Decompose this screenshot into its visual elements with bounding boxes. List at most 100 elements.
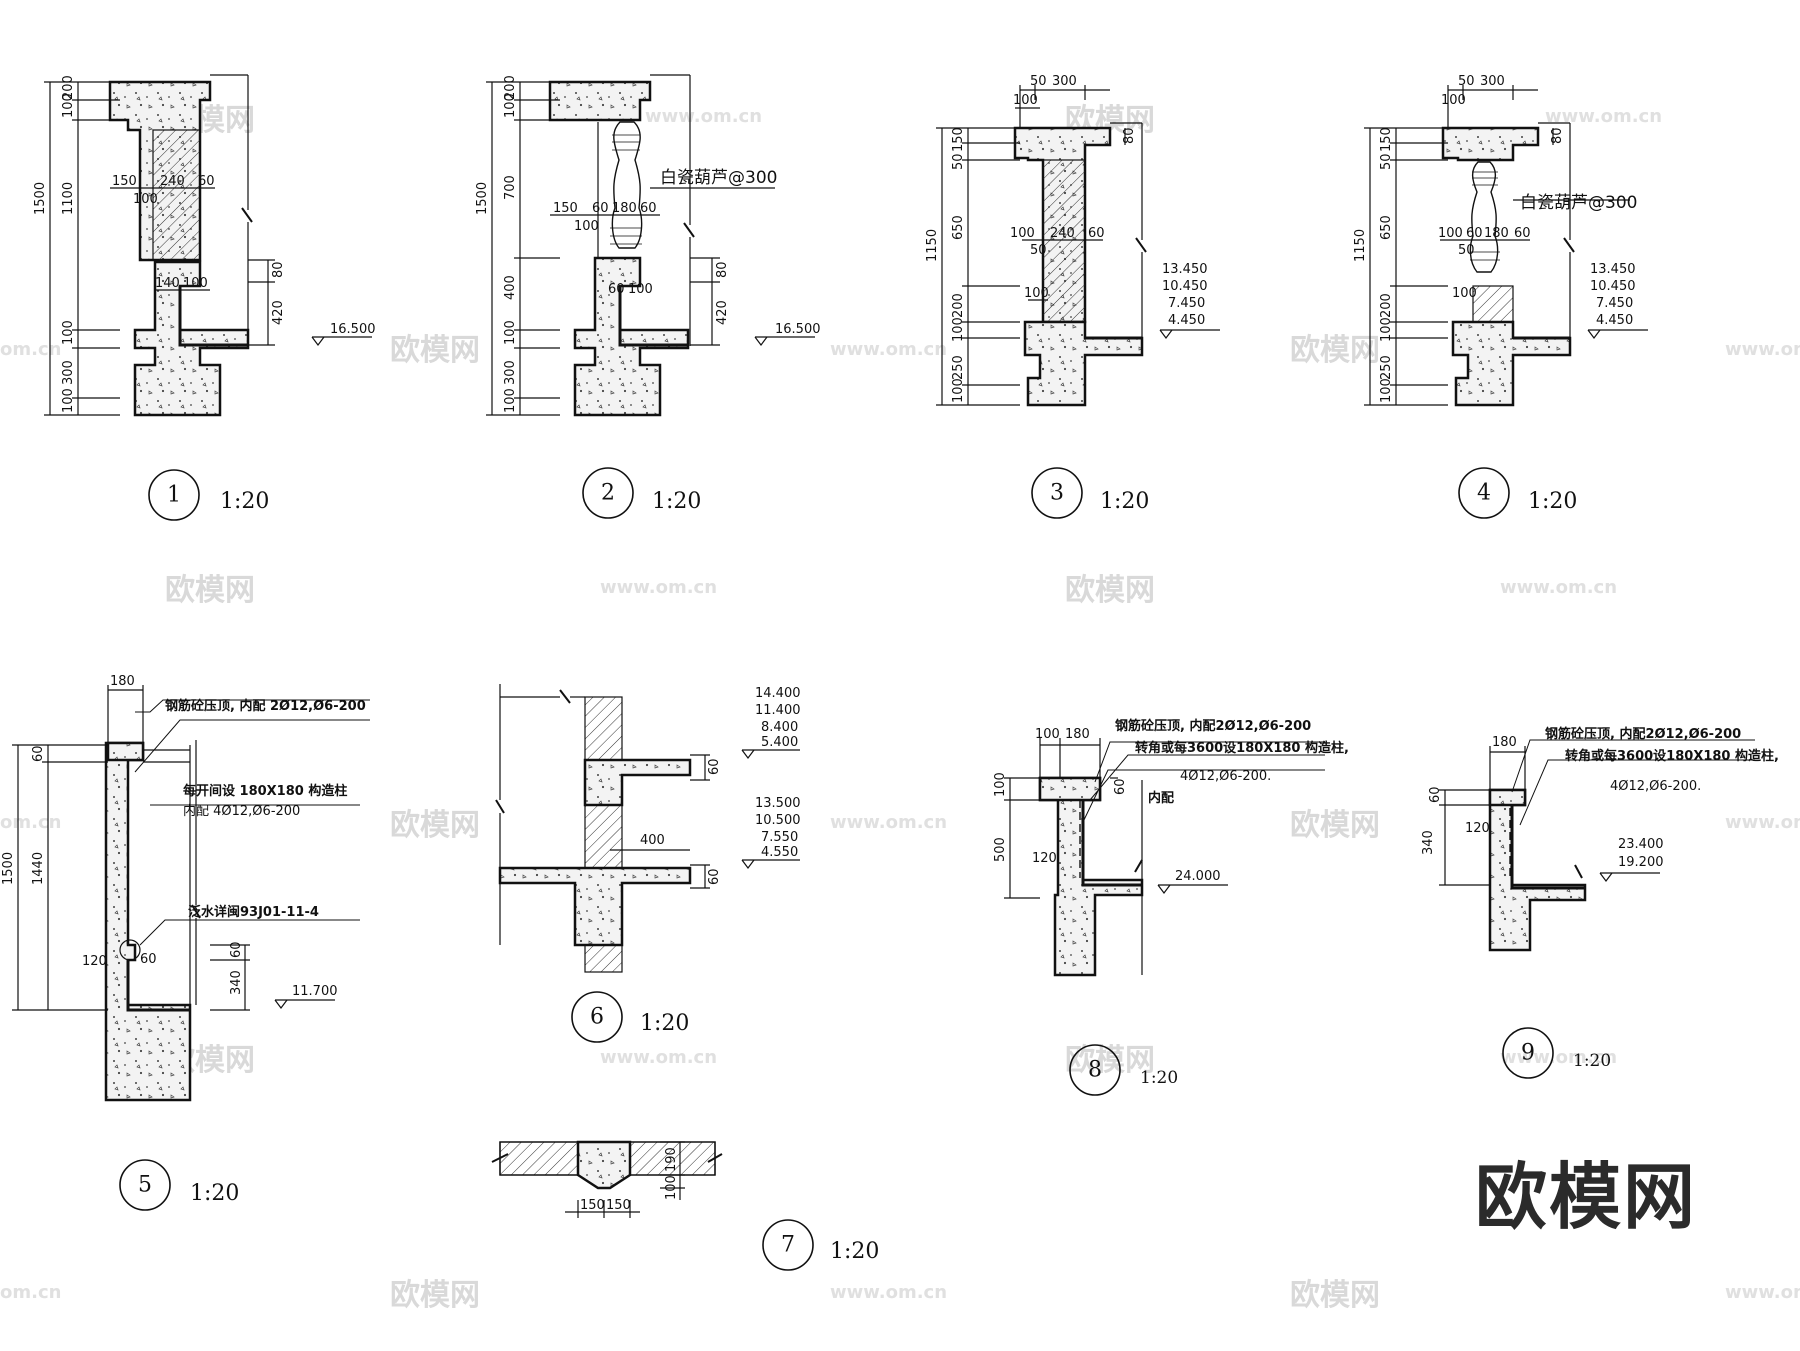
- d6-dim-400: 400: [640, 833, 665, 848]
- detail-3-wall: [1042, 159, 1086, 323]
- d3-dim-h100b: 100: [1024, 286, 1049, 301]
- d1-dim-100c: 100: [61, 388, 76, 413]
- d2-dim-1500: 1500: [475, 182, 490, 215]
- d8-note-1: 钢筋砼压顶, 内配2Ø12,Ø6-200: [1115, 718, 1311, 734]
- d4-elev-2: 10.450: [1590, 279, 1636, 294]
- d5-num-circle: [119, 1159, 171, 1211]
- detail-5-labels: 180 1500 1440 60 钢筋砼压顶, 内配 2Ø12,Ø6-200 每…: [1, 674, 366, 1211]
- d2-dim-h60a: 60: [592, 201, 609, 216]
- d3-dim-250: 250: [951, 355, 966, 380]
- d4-dim-h60b: 60: [1514, 226, 1531, 241]
- d6-dim-60b: 60: [707, 868, 722, 885]
- wm-14: 欧模网: [390, 808, 480, 843]
- d4-dim-1150: 1150: [1353, 229, 1368, 262]
- d4-dim-h100: 100: [1438, 226, 1463, 241]
- wm-5: 欧模网: [390, 333, 480, 368]
- d8-dim-500: 500: [993, 837, 1008, 862]
- detail-4-kerb: [1472, 285, 1514, 323]
- d9-note-1: 钢筋砼压顶, 内配2Ø12,Ø6-200: [1545, 726, 1741, 742]
- d3-dim-h240: 240: [1050, 226, 1075, 241]
- d9-elev-1: 23.400: [1618, 837, 1664, 852]
- d9-elev-2: 19.200: [1618, 855, 1664, 870]
- d8-scale: 1:20: [1140, 1068, 1178, 1088]
- d5-scale: 1:20: [190, 1181, 239, 1206]
- d2-dim-300: 300: [503, 360, 518, 385]
- d4-num-circle: [1458, 467, 1510, 519]
- detail-4-slab: [1451, 320, 1572, 407]
- d3-dim-h50: 50: [1030, 243, 1047, 258]
- d6-elev-b4: 4.550: [761, 845, 798, 860]
- d4-dim-650: 650: [1379, 215, 1394, 240]
- d4-elev-1: 13.450: [1590, 262, 1636, 277]
- d1-dim-1100: 1100: [61, 182, 76, 215]
- d4-dim-100b: 100: [1379, 378, 1394, 403]
- d6-elev-a3: 8.400: [761, 720, 798, 735]
- d1-dim-h240: 240: [160, 174, 185, 189]
- d3-dim-150: 150: [951, 127, 966, 152]
- detail-1-wall: [152, 129, 201, 261]
- d6-elev-a1: 14.400: [755, 686, 801, 701]
- d8-dim-100: 100: [993, 772, 1008, 797]
- d2-dim-200: 200: [503, 75, 518, 100]
- d2-dim-100c: 100: [503, 388, 518, 413]
- d5-dim-1500: 1500: [1, 852, 16, 885]
- d4-dim-50: 50: [1379, 153, 1394, 170]
- d7-scale: 1:20: [830, 1239, 879, 1264]
- detail-6-slab-upper: [583, 758, 692, 807]
- d7-num: 7: [781, 1233, 795, 1258]
- d4-dim-80: 80: [1550, 127, 1565, 144]
- d2-dim-100a: 100: [503, 93, 518, 118]
- d6-elev-b3: 7.550: [761, 830, 798, 845]
- detail-9-labels: 180 60 120 340 23.400 19.200 钢筋砼压顶, 内配2Ø…: [1421, 726, 1779, 1079]
- d4-elev-3: 7.450: [1596, 296, 1633, 311]
- d4-scale: 1:20: [1528, 489, 1577, 514]
- detail-3: [936, 85, 1220, 407]
- detail-2-baluster: [611, 121, 643, 249]
- detail-6-labels: 60 400 60 14.400 11.400 8.400 5.400 13.5…: [571, 686, 801, 1043]
- d4-dim-300: 300: [1480, 74, 1505, 89]
- d1-dim-h140: 140: [155, 276, 180, 291]
- d2-dim-h60b: 60: [640, 201, 657, 216]
- detail-8-labels: 100 180 100 500 120 60 24.000 钢筋砼压顶, 内配2…: [993, 718, 1349, 1096]
- d5-dim-60c: 60: [229, 941, 244, 958]
- d2-dim-h60c: 60: [608, 282, 625, 297]
- wm-7: www.om.cn: [830, 339, 947, 360]
- d6-scale: 1:20: [640, 1011, 689, 1036]
- d6-elev-a4: 5.400: [761, 735, 798, 750]
- d4-elev-4: 4.450: [1596, 313, 1633, 328]
- d7-dim-100: 100: [664, 1175, 679, 1200]
- d6-num-circle: [571, 991, 623, 1043]
- d4-num: 4: [1477, 481, 1491, 506]
- detail-7: [491, 1140, 723, 1218]
- d9-num-circle: [1502, 1027, 1554, 1079]
- detail-1: [44, 74, 372, 417]
- detail-3-labels: 50 300 100 1150 650 50 150 200 100 250 1…: [925, 74, 1208, 519]
- d8-dim-180: 180: [1065, 727, 1090, 742]
- d8-dim-60: 60: [1113, 778, 1128, 795]
- d1-num: 1: [167, 483, 181, 508]
- detail-7-labels: 150 150 100 190 7 1:20: [580, 1147, 879, 1271]
- detail-6-slab-lower: [498, 866, 692, 947]
- d6-num: 6: [590, 1005, 604, 1030]
- d9-scale: 1:20: [1573, 1051, 1611, 1071]
- d5-dim-340: 340: [229, 970, 244, 995]
- d8-note-4: 4Ø12,Ø6-200.: [1180, 769, 1271, 784]
- d4-dim-100a: 100: [1379, 317, 1394, 342]
- wm-10: 欧模网: [165, 573, 255, 608]
- detail-3-slab: [1023, 320, 1144, 407]
- wm-21: www.om.cn: [600, 1047, 717, 1068]
- d3-dim-h100: 100: [1010, 226, 1035, 241]
- d9-dim-340: 340: [1421, 830, 1436, 855]
- d9-dim-60: 60: [1428, 786, 1443, 803]
- d4-dim-h100b: 100: [1452, 286, 1477, 301]
- d5-note-3: 内配 4Ø12,Ø6-200: [183, 803, 300, 819]
- d3-dim-50: 50: [951, 153, 966, 170]
- d4-dim-h50: 50: [1458, 243, 1475, 258]
- d1-dim-h60: 60: [198, 174, 215, 189]
- d8-note-2: 转角或每3600设180X180 构造柱,: [1135, 740, 1349, 756]
- wm-27: om.cn: [0, 1282, 61, 1303]
- d6-elev-b1: 13.500: [755, 796, 801, 811]
- d1-scale: 1:20: [220, 489, 269, 514]
- d9-note-3: 4Ø12,Ø6-200.: [1610, 779, 1701, 794]
